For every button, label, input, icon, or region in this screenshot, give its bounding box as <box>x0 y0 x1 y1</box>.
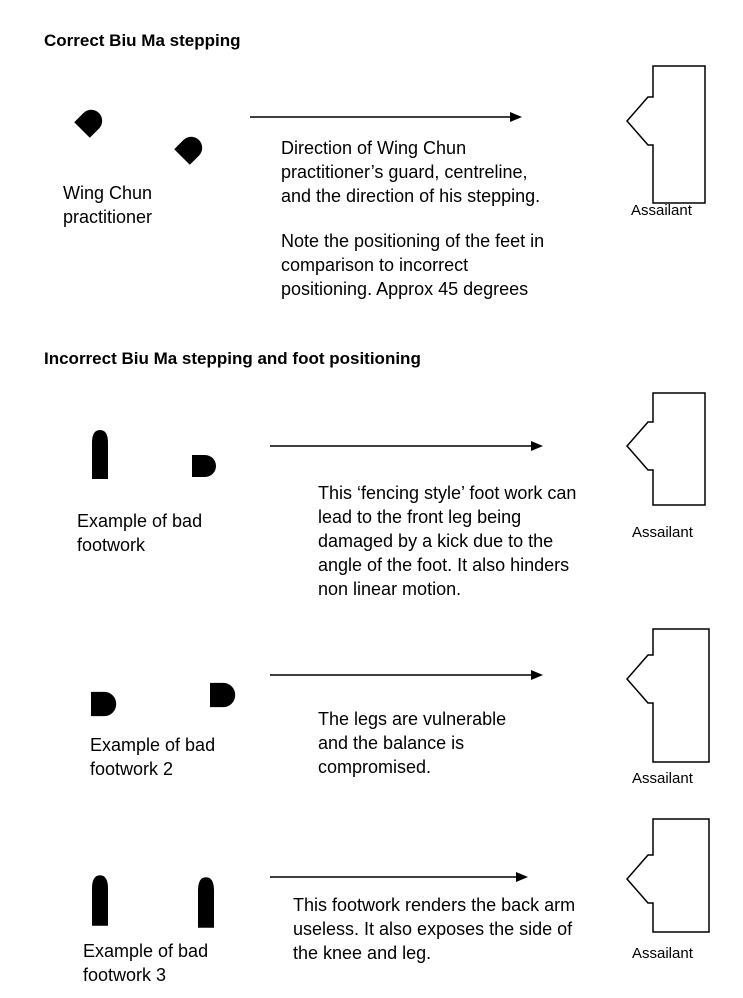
figure-description: Direction of Wing Chun practitioner’s gu… <box>281 138 541 206</box>
assailant-figure-icon <box>626 392 706 506</box>
assailant-figure-icon <box>626 65 706 204</box>
direction-arrow <box>250 112 522 122</box>
direction-arrow <box>270 872 528 882</box>
front-foot-icon <box>174 132 207 165</box>
figure-label: Wing Chun practitioner <box>63 183 153 227</box>
direction-arrow <box>270 670 543 680</box>
section-heading: Correct Biu Ma stepping <box>44 31 241 50</box>
front-foot-icon <box>210 682 236 708</box>
back-foot-icon <box>92 875 108 926</box>
back-foot-icon <box>91 691 117 717</box>
figure-label: Example of bad footwork <box>77 511 203 555</box>
assailant-label: Assailant <box>632 770 693 787</box>
figure-label: Example of bad footwork 3 <box>83 941 209 985</box>
figure-label: Example of bad footwork 2 <box>90 735 216 779</box>
assailant-figure-icon <box>626 628 710 763</box>
assailant-label: Assailant <box>632 524 693 541</box>
figure-description: This footwork renders the back arm usele… <box>293 895 576 963</box>
section-heading: Incorrect Biu Ma stepping and foot posit… <box>44 349 421 368</box>
direction-arrow <box>270 441 543 451</box>
assailant-figure-icon <box>626 818 710 933</box>
front-foot-icon <box>192 455 216 477</box>
figure-description: This ‘fencing style’ foot work can lead … <box>318 483 577 599</box>
figure-note: Note the positioning of the feet in comp… <box>281 231 545 299</box>
assailant-label: Assailant <box>631 202 692 219</box>
back-foot-icon <box>92 430 108 479</box>
front-foot-icon <box>198 877 214 928</box>
assailant-label: Assailant <box>632 945 693 962</box>
figure-description: The legs are vulnerable and the balance … <box>318 709 507 777</box>
back-foot-icon <box>74 105 107 138</box>
